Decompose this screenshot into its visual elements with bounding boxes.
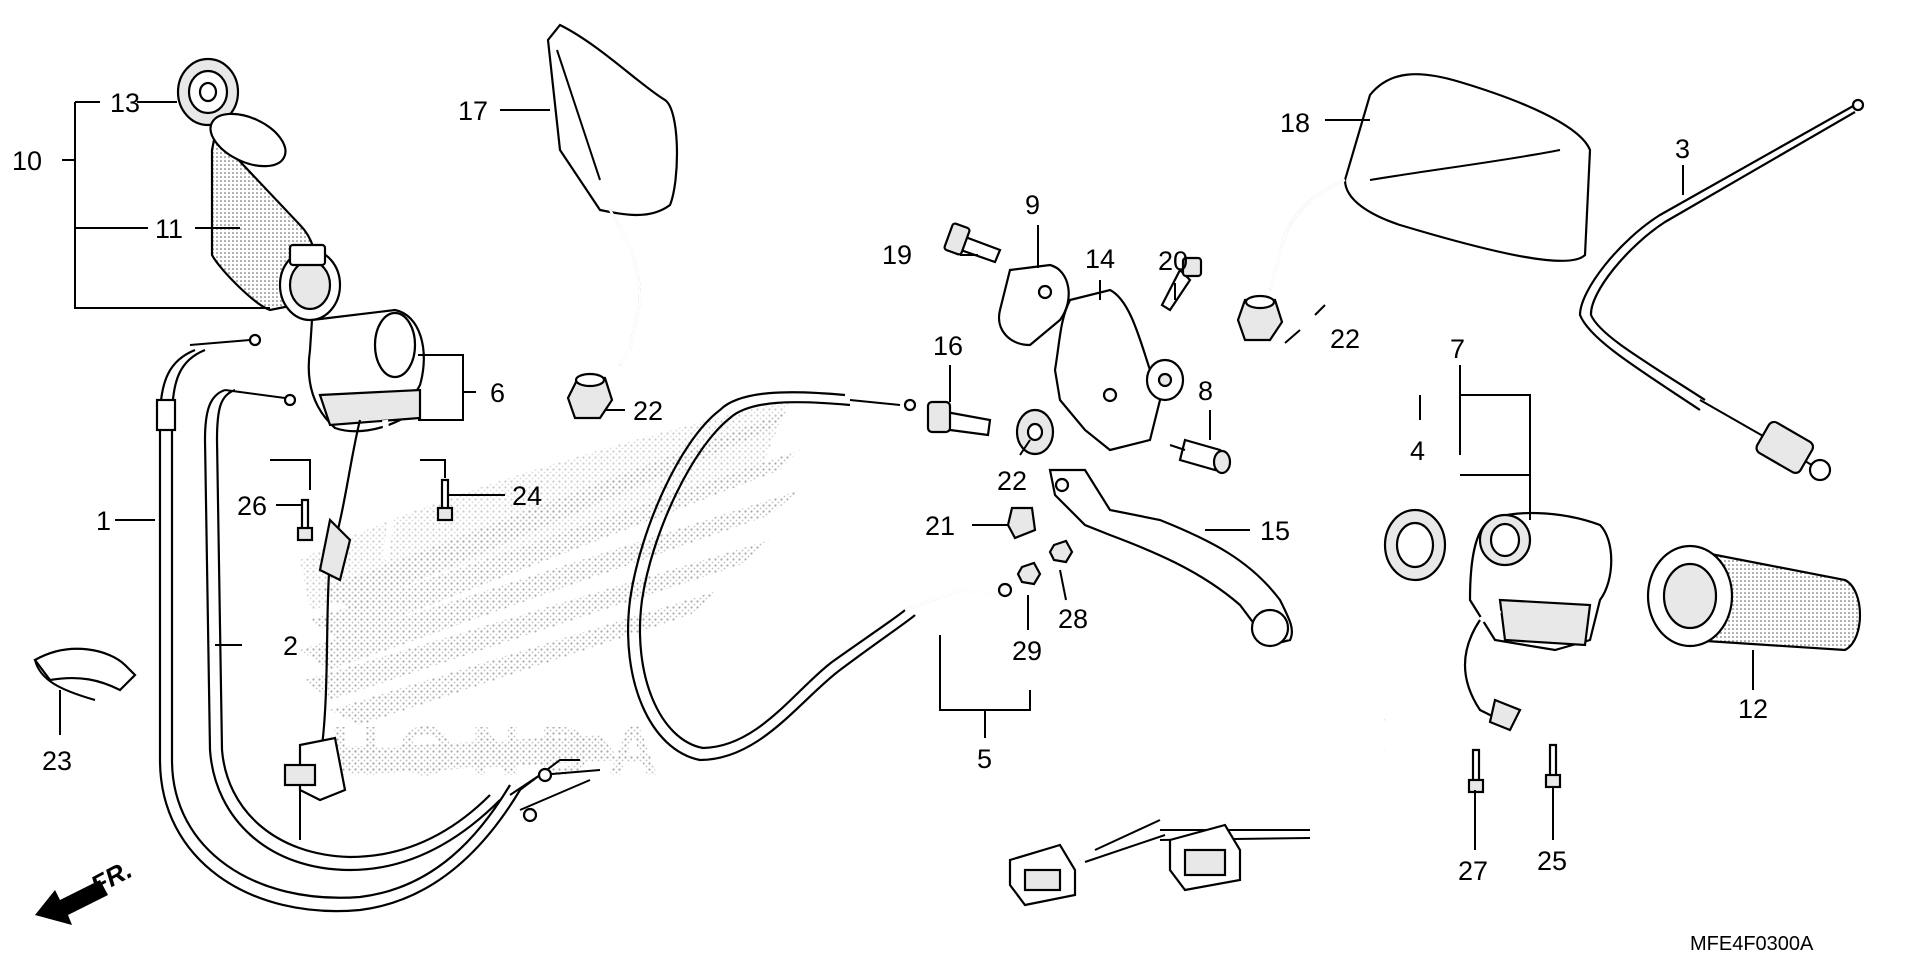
part-8-clutch-switch	[1169, 438, 1232, 475]
callout-18: 18	[1280, 108, 1310, 138]
callout-28: 27	[1458, 856, 1488, 886]
callout-26: 25	[1537, 846, 1567, 876]
callout-8: 8	[1198, 376, 1213, 406]
part-26-screw	[1544, 743, 1562, 789]
callout-25: 24	[512, 481, 542, 511]
callout-22-right: 22	[1330, 324, 1360, 354]
part-16-adjuster	[926, 400, 992, 437]
callout-20: 20	[1158, 246, 1188, 276]
part-5-clutch-cable	[626, 391, 1013, 762]
callout-19: 19	[882, 240, 912, 270]
callout-30: 29	[1012, 636, 1042, 666]
part-12-right-grip	[1646, 544, 1862, 652]
part-22-mirror-nut-left	[566, 372, 614, 420]
callout-10: 10	[12, 146, 42, 176]
callout-27: 26	[237, 491, 267, 521]
connector-a	[1008, 843, 1077, 907]
front-direction-arrow: FR.	[35, 854, 137, 925]
part-9-master-cylinder-holder	[997, 263, 1070, 347]
callout-9: 9	[1025, 190, 1040, 220]
part-29-nut	[1048, 539, 1074, 564]
part-18-right-mirror	[1268, 73, 1592, 291]
part-23-locknut	[1015, 408, 1055, 456]
part-14-lever-bracket	[1053, 288, 1185, 452]
callout-4: 4	[1410, 436, 1425, 466]
callout-7: 7	[1450, 334, 1465, 364]
callout-12: 12	[1738, 694, 1768, 724]
callout-3: 3	[1675, 134, 1690, 164]
part-19-bolt	[943, 222, 1002, 264]
callout-29: 28	[1058, 604, 1088, 634]
callout-22-left: 22	[633, 396, 663, 426]
part-3-speedo-cable	[1578, 98, 1865, 482]
part-25-screw	[436, 478, 454, 522]
svg-text:HONDA: HONDA	[330, 712, 677, 790]
part-22-mirror-nut-right	[1236, 294, 1284, 342]
callout-labels: 13 10 11 17 6 22 26 24 1 2 23 19 9 14 20…	[12, 88, 1768, 886]
callout-24: 23	[42, 746, 72, 776]
connector-b	[1168, 823, 1242, 892]
wing-logo-watermark: HONDA	[300, 400, 800, 790]
callout-17: 17	[458, 96, 488, 126]
callout-15: 15	[1260, 516, 1290, 546]
part-28-screw	[1467, 748, 1485, 794]
part-17-left-mirror	[546, 23, 679, 366]
part-30-nut	[1016, 561, 1042, 586]
callout-1: 1	[96, 506, 111, 536]
part-7-right-switch-housing	[1382, 511, 1613, 732]
callout-11: 11	[155, 214, 183, 244]
part-4-grommet	[1383, 508, 1447, 582]
part-1-throttle-cable	[155, 333, 521, 913]
part-21-pivot-bolt	[1006, 506, 1037, 540]
callout-23: 22	[997, 466, 1027, 496]
callout-14: 14	[1085, 244, 1115, 274]
part-15-clutch-lever	[1048, 468, 1294, 648]
part-24-cable-clamp	[33, 647, 137, 701]
callout-6: 6	[490, 378, 505, 408]
drawing-code: MFE4F0300A	[1690, 933, 1814, 955]
part-11-left-grip	[209, 112, 342, 322]
leader-lines	[59, 101, 1754, 850]
part-27-screw	[296, 498, 314, 542]
callout-13: 13	[110, 88, 140, 118]
callout-16: 16	[933, 331, 963, 361]
callout-21: 21	[925, 511, 955, 541]
part-6-left-switch-housing	[307, 308, 425, 761]
callout-5: 5	[977, 744, 992, 774]
part-2-throttle-return-cable	[203, 388, 601, 872]
left-switch-connector	[283, 736, 347, 840]
callout-2: 2	[283, 631, 298, 661]
part-13-bar-end-cap	[176, 57, 240, 127]
